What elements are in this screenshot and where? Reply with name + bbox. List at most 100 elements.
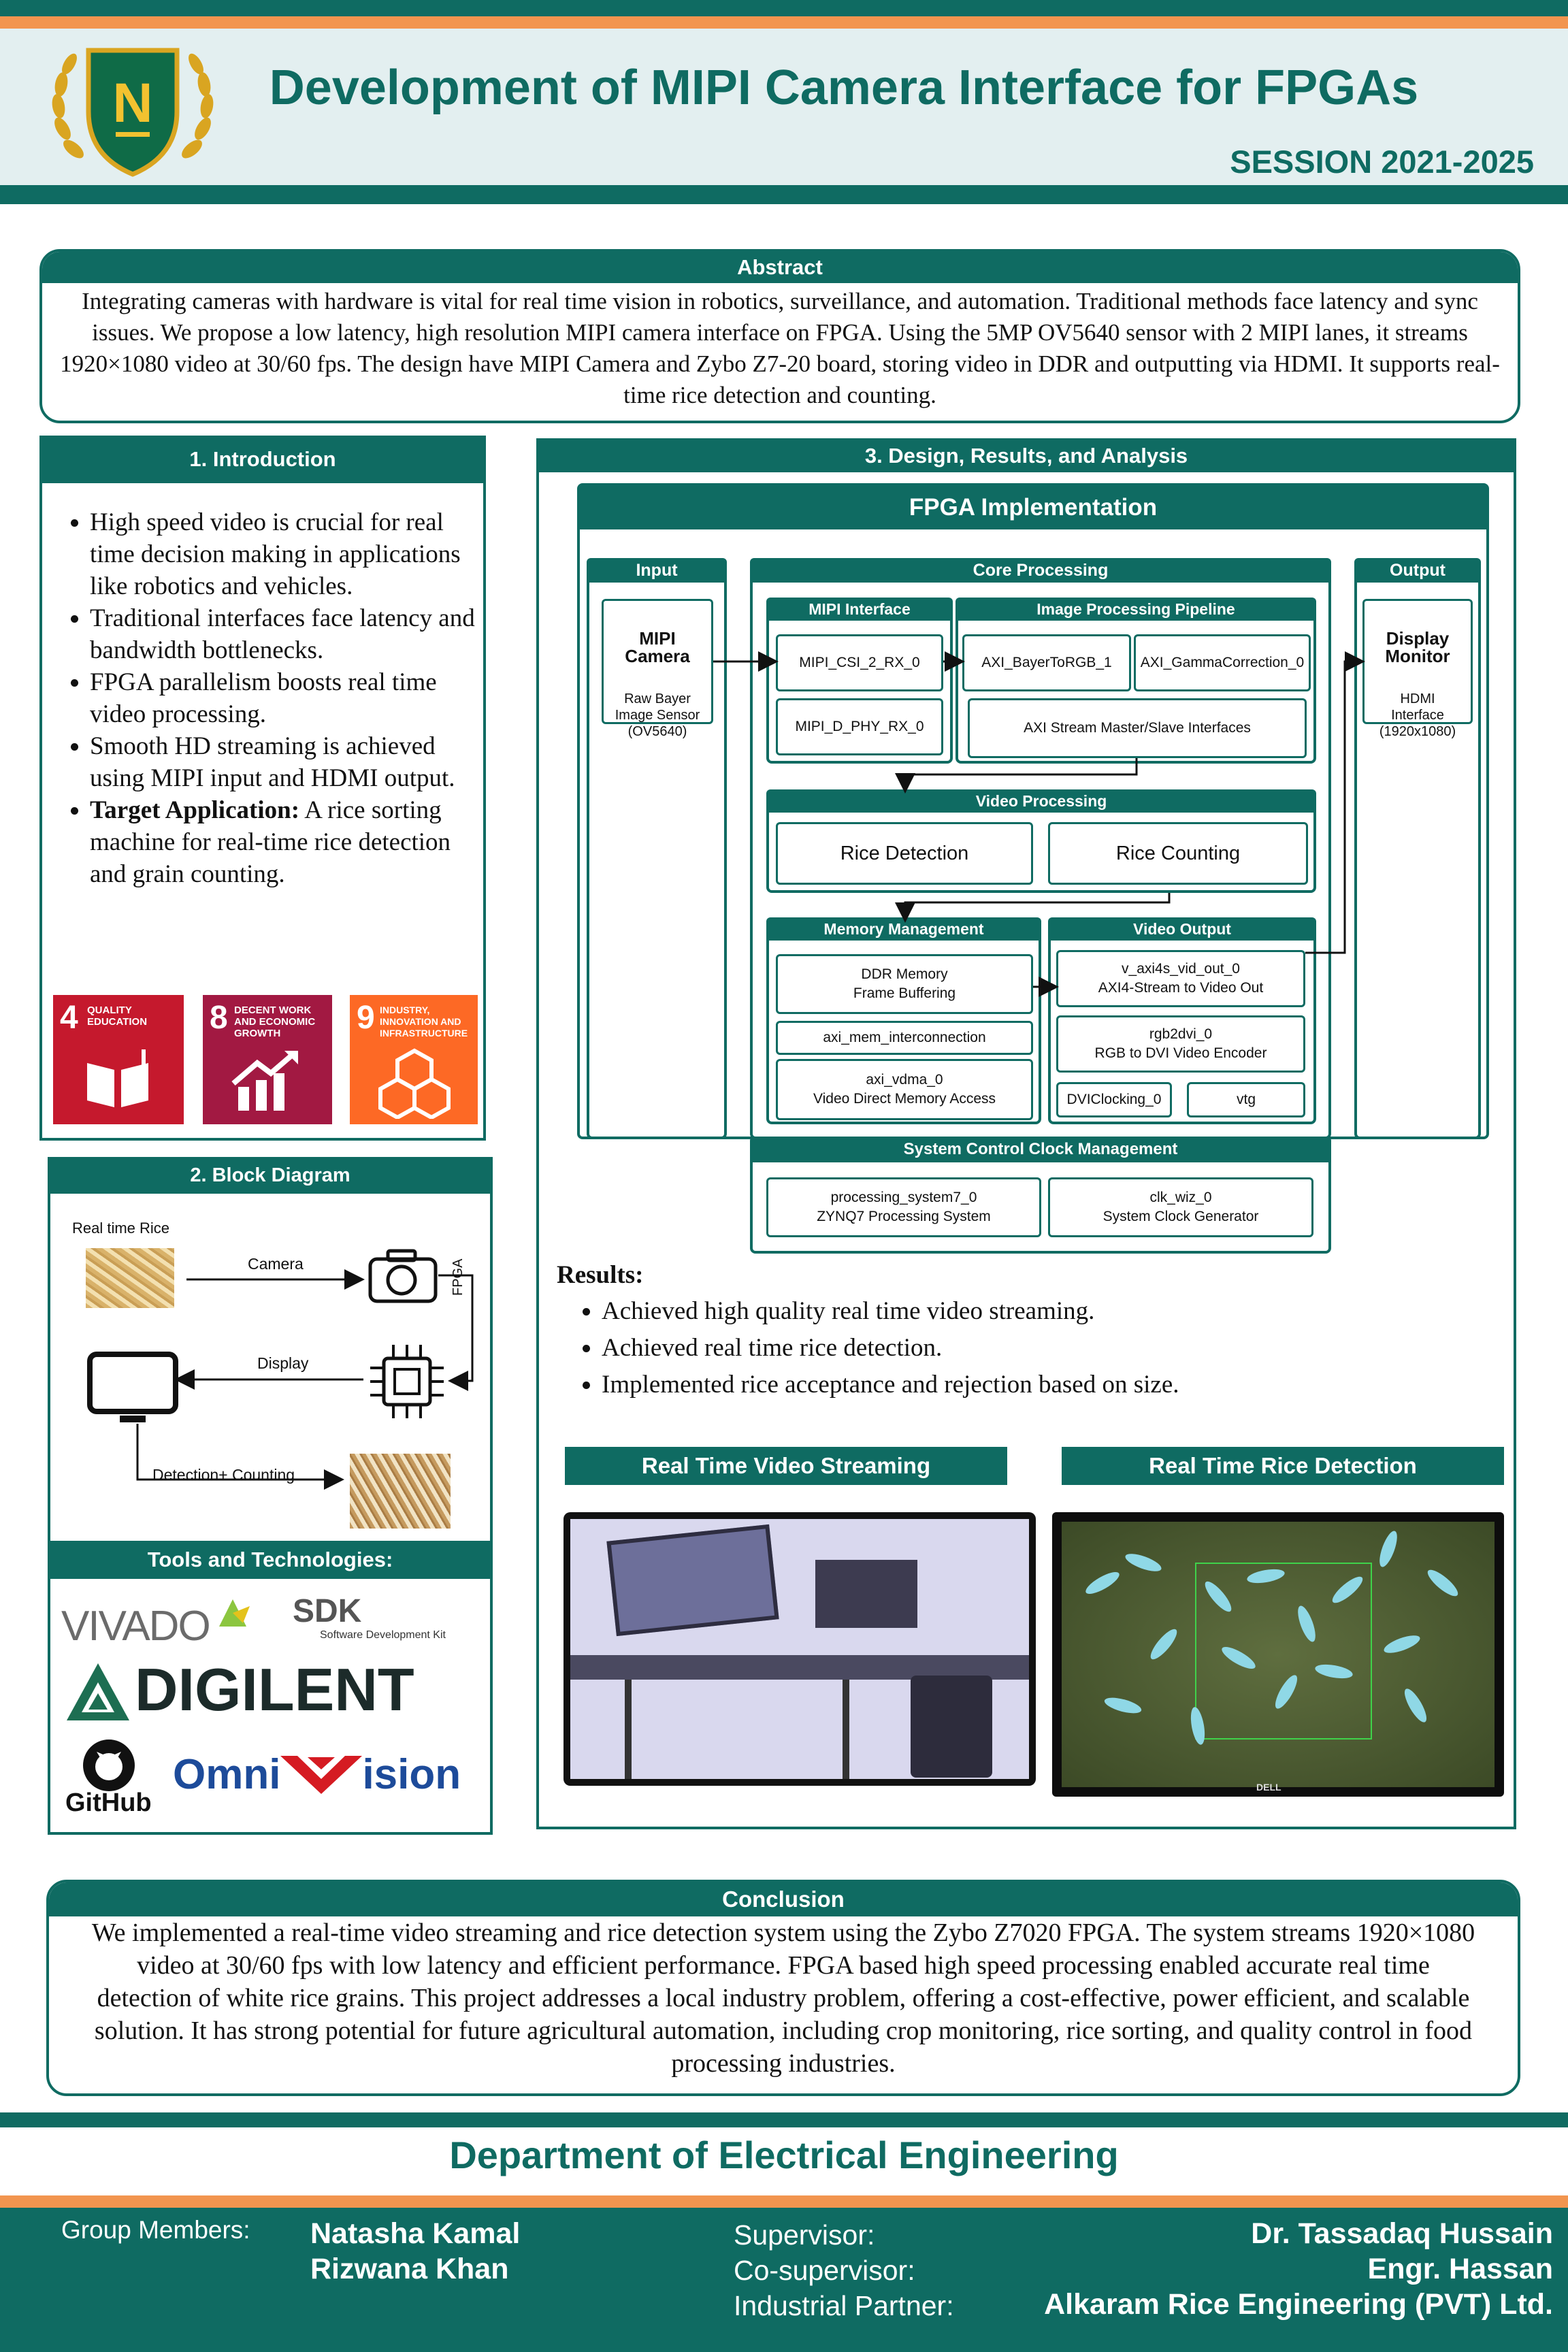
footer-stripe-orange: [0, 2195, 1568, 2208]
block-diagram-heading: 2. Block Diagram: [50, 1160, 490, 1194]
results-heading: Results:: [557, 1261, 644, 1289]
core-processing-heading: Core Processing: [750, 558, 1331, 583]
intro-item: High speed video is crucial for real tim…: [90, 506, 475, 602]
fpga-dataflow-arrows: [713, 651, 1365, 997]
top-stripe: [0, 0, 1568, 16]
conclusion-heading: Conclusion: [49, 1882, 1518, 1916]
github-icon: [83, 1740, 135, 1791]
results-list: Achieved high quality real time video st…: [602, 1293, 1179, 1403]
digilent-logo-icon: [67, 1663, 129, 1720]
mipi-csi-block: MIPI_CSI_2_RX_0: [776, 634, 943, 691]
footer-stripe: [0, 2112, 1568, 2127]
co-supervisor-name: Engr. Hassan: [1367, 2253, 1553, 2285]
bayer-to-rgb-block: AXI_BayerToRGB_1: [962, 634, 1131, 691]
room-monitor: [815, 1560, 917, 1628]
results-item: Achieved high quality real time video st…: [602, 1293, 1179, 1330]
abstract-text: Integrating cameras with hardware is vit…: [60, 288, 1500, 408]
sdg-tile-decent-work: 8 DECENT WORK AND ECONOMIC GROWTH: [203, 995, 332, 1124]
mipi-camera-block: MIPI Camera Raw Bayer Image Sensor (OV56…: [602, 599, 713, 739]
growth-chart-icon: [231, 1050, 298, 1111]
industrial-partner-name: Alkaram Rice Engineering (PVT) Ltd.: [1044, 2288, 1553, 2321]
conclusion-text: We implemented a real-time video streami…: [91, 1918, 1475, 2078]
rice-image: [86, 1248, 174, 1308]
mipi-dphy-block: MIPI_D_PHY_RX_0: [776, 698, 943, 755]
axi-vdma-block: axi_vdma_0 Video Direct Memory Access: [776, 1059, 1033, 1120]
sdg-tile-industry-innovation: 9 INDUSTRY, INNOVATION AND INFRASTRUCTUR…: [350, 995, 478, 1124]
detection-box: [1195, 1563, 1372, 1740]
display-monitor-block: Display Monitor HDMI Interface (1920x108…: [1362, 599, 1473, 739]
monitor-icon: [87, 1352, 178, 1422]
tools-heading: Tools and Technologies:: [50, 1541, 490, 1579]
intro-item: FPGA parallelism boosts real time video …: [90, 666, 475, 730]
vtg-block: vtg: [1187, 1082, 1305, 1117]
digilent-logo: DIGILENT: [135, 1656, 414, 1723]
rice-detection-block: Rice Detection: [776, 822, 1033, 885]
axi-mem-interconnect-block: axi_mem_interconnection: [776, 1021, 1033, 1055]
dell-logo: DELL: [1256, 1782, 1281, 1793]
conclusion-section: Conclusion We implemented a real-time vi…: [46, 1880, 1520, 2096]
results-item: Implemented rice acceptance and rejectio…: [602, 1367, 1179, 1403]
group-members: Natasha Kamal Rizwana Khan: [310, 2216, 520, 2287]
display-label: Display: [257, 1354, 309, 1372]
vivado-mark-icon: [219, 1599, 250, 1627]
rgb2dvi-block: rgb2dvi_0 RGB to DVI Video Encoder: [1056, 1015, 1305, 1073]
video-streaming-heading: Real Time Video Streaming: [565, 1447, 1007, 1485]
input-heading: Input: [587, 558, 727, 583]
rice-detection-heading: Real Time Rice Detection: [1062, 1447, 1504, 1485]
poster-title: Development of MIPI Camera Interface for…: [269, 61, 1419, 115]
book-icon: [87, 1049, 148, 1107]
sdg-tile-quality-education: 4 QUALITY EDUCATION: [53, 995, 184, 1124]
role-label: Supervisor:: [734, 2219, 875, 2251]
department-name: Department of Electrical Engineering: [0, 2127, 1568, 2195]
github-logo: GitHub: [65, 1788, 152, 1817]
session-label: SESSION 2021-2025: [1230, 144, 1534, 180]
room-screen: [606, 1524, 779, 1637]
rice-label: Real time Rice: [72, 1220, 170, 1237]
fpga-chip-icon: [370, 1345, 444, 1418]
sdk-logo: SDK: [293, 1593, 362, 1629]
omnivision-v-icon: [280, 1756, 363, 1794]
axi-stream-block: AXI Stream Master/Slave Interfaces: [968, 698, 1307, 758]
rice-counting-block: Rice Counting: [1048, 822, 1308, 885]
dvi-clocking-block: DVIClocking_0: [1056, 1082, 1172, 1117]
clock-wizard-block: clk_wiz_0 System Clock Generator: [1048, 1177, 1313, 1237]
top-stripe-orange: [0, 16, 1568, 29]
detected-rice-image: [350, 1454, 451, 1529]
header-stripe: [0, 185, 1568, 204]
detection-frame: [1062, 1522, 1494, 1787]
header: [0, 29, 1568, 185]
supervisor-names: Dr. Tassadaq Hussain Engr. Hassan Alkara…: [1044, 2216, 1553, 2322]
ddr-memory-block: DDR Memory Frame Buffering: [776, 954, 1033, 1014]
video-streaming-photo: [564, 1512, 1036, 1786]
sdk-subtitle: Software Development Kit: [320, 1629, 446, 1641]
results-item: Achieved real time rice detection.: [602, 1330, 1179, 1367]
abstract-section: Abstract Integrating cameras with hardwa…: [39, 249, 1520, 423]
introduction-section: 1. Introduction High speed video is cruc…: [39, 436, 486, 1141]
logo-letter: N: [112, 72, 152, 134]
intro-item: Smooth HD streaming is achieved using MI…: [90, 730, 475, 794]
footer-panel: Group Members: Natasha Kamal Rizwana Kha…: [0, 2208, 1568, 2352]
introduction-list: High speed video is crucial for real tim…: [90, 506, 475, 890]
rice-grains: [1085, 1531, 1458, 1745]
roles-list: Supervisor: Co-supervisor: Industrial Pa…: [734, 2217, 954, 2323]
block-diagram-arrows: [136, 1269, 474, 1490]
block-diagram-section: 2. Block Diagram Real time Rice Camera F…: [48, 1157, 493, 1835]
role-label: Co-supervisor:: [734, 2255, 915, 2286]
intro-item: Traditional interfaces face latency and …: [90, 602, 475, 666]
vivado-logo: VIVADO: [61, 1603, 211, 1650]
role-label: Industrial Partner:: [734, 2290, 954, 2321]
member-name: Rizwana Khan: [310, 2253, 509, 2285]
cubes-icon: [378, 1048, 451, 1119]
camera-label: Camera: [248, 1255, 304, 1273]
group-members-label: Group Members:: [61, 2216, 250, 2244]
design-heading: 3. Design, Results, and Analysis: [539, 441, 1514, 472]
introduction-heading: 1. Introduction: [42, 438, 483, 483]
detection-counting-label: Detection+ Counting: [152, 1466, 295, 1484]
rice-detection-photo: DELL: [1052, 1512, 1504, 1797]
axi4s-vid-out-block: v_axi4s_vid_out_0 AXI4-Stream to Video O…: [1056, 950, 1305, 1007]
camera-icon: [368, 1249, 438, 1303]
abstract-heading: Abstract: [42, 252, 1518, 283]
streaming-frame: [570, 1519, 1029, 1779]
supervisor-name: Dr. Tassadaq Hussain: [1251, 2217, 1553, 2250]
